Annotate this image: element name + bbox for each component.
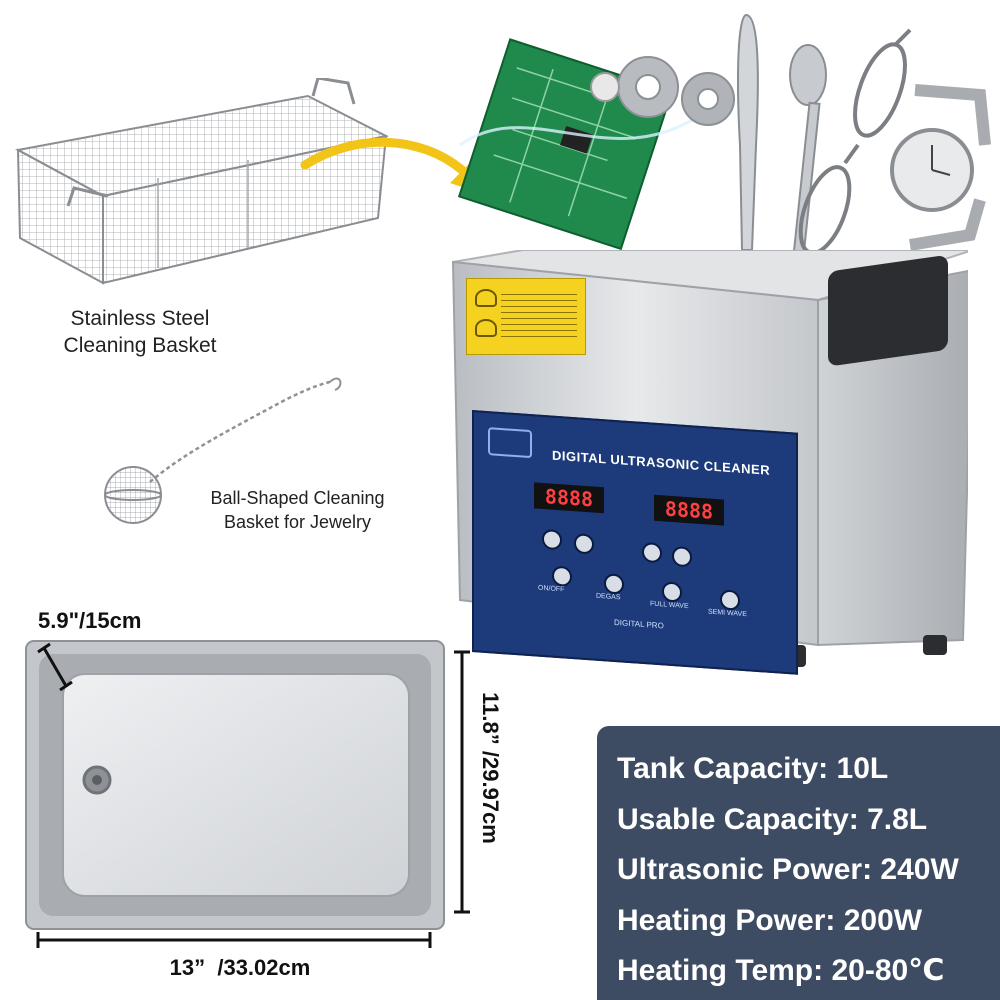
spoon [789,44,827,106]
dimension-lines [36,642,470,948]
temp-down-button[interactable] [574,533,594,555]
spec-usable-capacity: Usable Capacity: 7.8L [617,802,928,836]
depth-dimension: 5.9"/15cm [38,608,142,633]
spec-heating-power: Heating Power: 200W [617,903,923,937]
spec-ultrasonic-power: Ultrasonic Power: 240W [617,853,959,886]
ball-basket-caption: Ball-Shaped Cleaning Basket for Jewelry [210,488,385,532]
brand-name: DIGITAL PRO [614,617,664,631]
degas-button[interactable] [604,573,624,595]
on-off-button[interactable] [552,565,572,587]
ultrasonic-cleaner-machine: DIGITAL ULTRASONIC CLEANER 8888 8888 ON/… [448,250,968,675]
knife [737,13,759,251]
brand-logo-icon [488,427,532,459]
ring-jewel [590,72,620,102]
warning-text-lines [501,289,577,339]
basket-caption: Stainless Steel Cleaning Basket [63,307,217,357]
specs-panel: Tank Capacity: 10L Usable Capacity: 7.8L… [597,726,1000,1000]
semi-wave-button[interactable] [720,589,740,611]
tank-top-view [25,640,445,930]
full-wave-button[interactable] [662,581,682,603]
temp-up-button[interactable] [542,528,562,551]
spec-tank-capacity: Tank Capacity: 10L [617,752,889,785]
length-dimension: 13” /33.02cm [169,955,311,980]
full-wave-label: FULL WAVE [650,600,689,611]
timer-display: 8888 [654,494,724,526]
control-panel: DIGITAL ULTRASONIC CLEANER 8888 8888 ON/… [472,410,798,675]
temperature-display: 8888 [534,482,604,514]
warning-icon [475,319,497,337]
mesh-basket-illustration [15,78,389,285]
time-up-button[interactable] [642,541,662,564]
degas-label: DEGAS [596,592,621,602]
semi-wave-label: SEMI WAVE [708,608,747,619]
cleaning-items-illustration [457,13,991,255]
width-dimension: 11.8” /29.97cm [478,692,503,844]
time-down-button[interactable] [672,545,692,568]
on-off-label: ON/OFF [538,584,565,594]
warning-label [466,278,586,355]
wristwatch [890,84,991,251]
spec-heating-temp: Heating Temp: 20-80℃ [617,954,945,987]
warning-icon [475,289,497,307]
panel-title: DIGITAL ULTRASONIC CLEANER [552,447,771,478]
mesh-ball-basket-illustration [104,377,342,524]
